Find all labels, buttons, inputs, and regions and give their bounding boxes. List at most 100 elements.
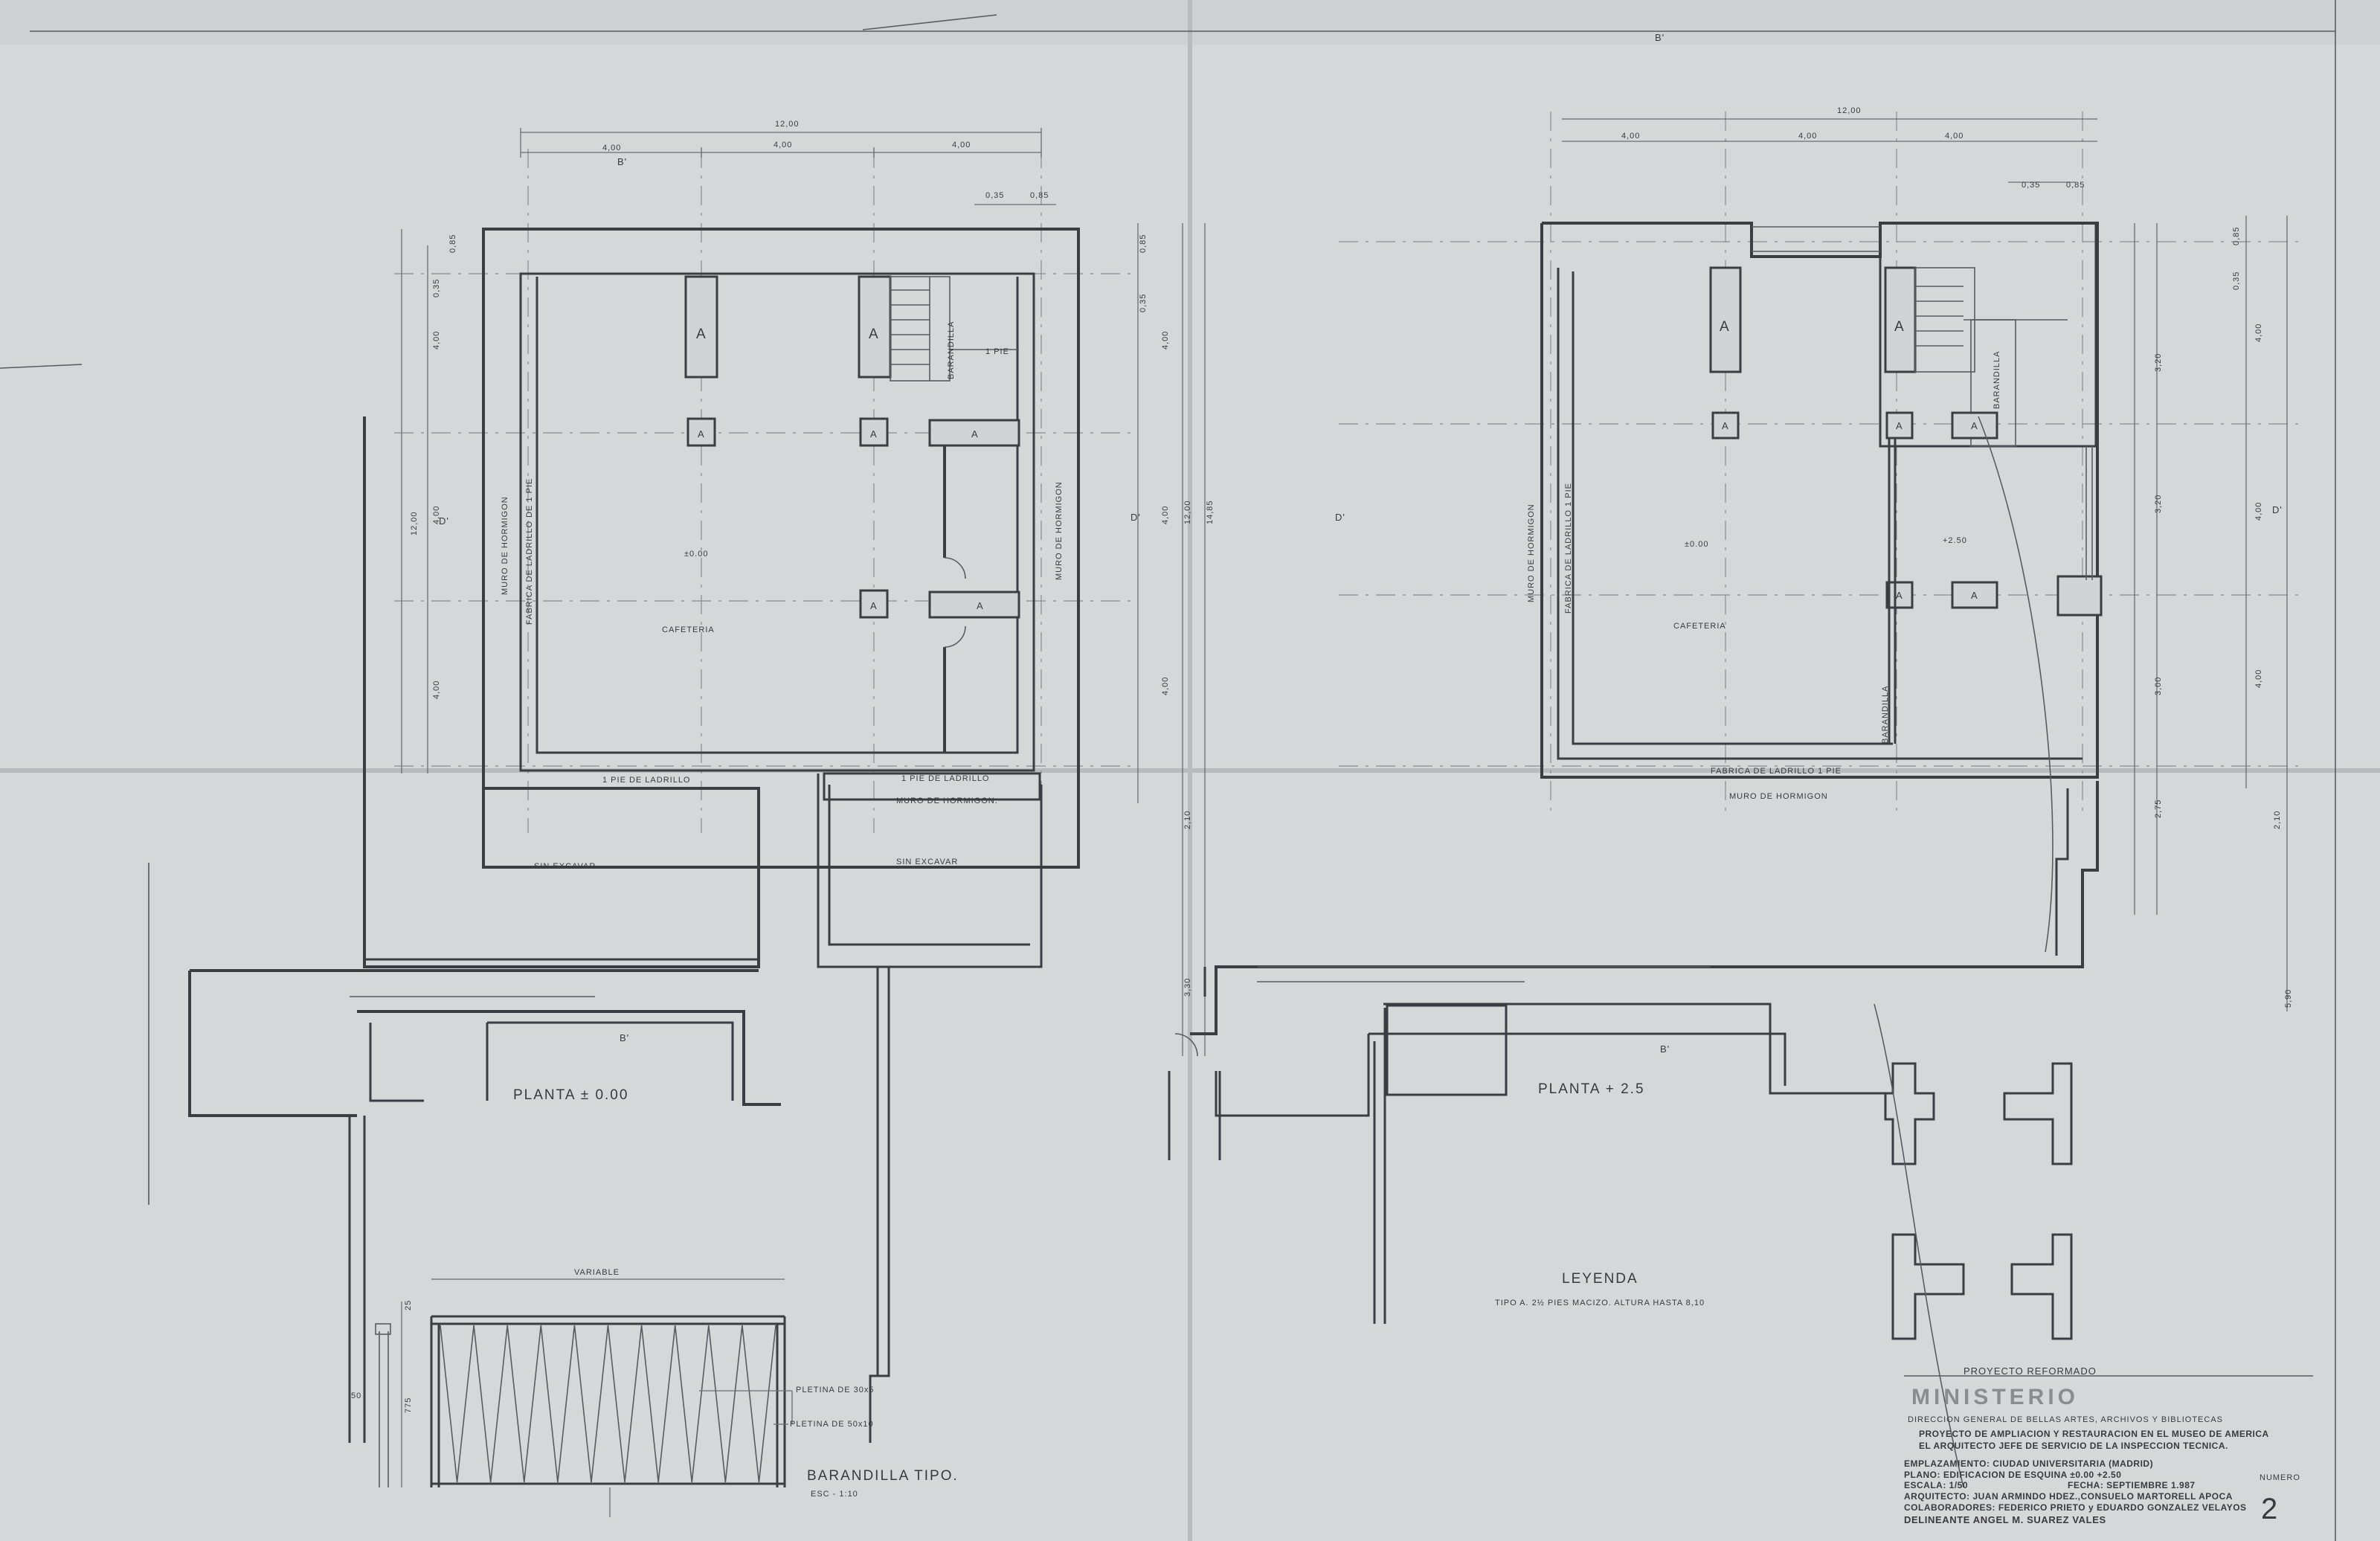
barandilla-r-2: BARANDILLA [1881,686,1890,744]
dim-r-wall-a: 0,35 [2022,181,2040,190]
section-b-r-top: B' [1655,32,1665,43]
barandilla-left: BARANDILLA [947,321,956,379]
muro-hormigon-r-bottom: MURO DE HORMIGON [1729,792,1828,801]
dim-bay-3: 4,00 [602,144,621,152]
railing-width-label: VARIABLE [574,1268,620,1277]
col-a-4: A [870,428,878,440]
tb-delineante: DELINEANTE ANGEL M. SUAREZ VALES [1904,1514,2106,1525]
col-a-3: A [698,428,705,440]
tb-numero-label: NUMERO [2260,1473,2300,1482]
pie-ladrillo-2: 1 PIE DE LADRILLO [901,774,990,783]
col-a-1: A [696,326,707,342]
tb-fecha: FECHA: SEPTIEMBRE 1.987 [2068,1480,2196,1490]
dim-r-bay-2: 4,00 [1798,132,1817,141]
dim-total-width: 12,00 [775,120,800,129]
dim-r-320b: 3,20 [2154,495,2163,513]
fabrica-ladrillo-r-bottom: FABRICA DE LADRILLO 1 PIE [1711,767,1842,776]
tb-escala: ESCALA: 1/50 [1904,1480,1968,1490]
dim-r-wall-va: 0,35 [2232,271,2241,290]
dim-bay-v3: 4,00 [432,681,441,699]
dim-right-bay-3: 4,00 [1161,677,1170,695]
section-b-bottom: B' [620,1032,629,1043]
barandilla-r-1: BARANDILLA [1993,351,2001,409]
dim-330: 3,30 [1183,978,1192,997]
dim-r-bay-3: 4,00 [1945,132,1964,141]
dim-right-overall: 14,85 [1206,500,1215,524]
dim-right-wall-a: 0,35 [1139,294,1148,312]
dim-r-wall-b: 0,85 [2066,181,2085,190]
railing-scale: ESC - 1:10 [811,1490,858,1499]
dim-bay-2: 4,00 [952,141,971,149]
muro-hormigon-annex: MURO DE HORMIGON. [896,797,998,805]
plan-right-labels: 12,00 4,00 4,00 4,00 0,35 0,85 3,20 3,20… [1335,32,2293,1097]
legend: LEYENDA TIPO A. 2½ PIES MACIZO. ALTURA H… [1495,1271,1705,1307]
dim-r-bay-v2: 4,00 [2254,502,2263,521]
dim-bay-1: 4,00 [774,141,792,149]
dim-r-wall-vb: 0,85 [2232,227,2241,245]
tb-subheader: DIRECCION GENERAL DE BELLAS ARTES, ARCHI… [1908,1415,2223,1424]
col-r-a-6: A [1896,590,1903,601]
col-r-a-5: A [1971,420,1978,431]
room-cafeteria-left: CAFETERIA [662,625,715,634]
section-d-right: D' [1130,512,1141,523]
dim-wall-v-a: 0,35 [432,279,441,297]
dim-r-bay-1: 4,00 [1621,132,1640,141]
pie-ladrillo-1: 1 PIE DE LADRILLO [602,776,691,785]
section-b-top: B' [617,156,627,167]
plan-left-labels: 12,00 4,00 4,00 4,00 0,35 0,85 12,00 4,0… [410,120,1215,1103]
dim-total-height: 12,00 [410,511,419,535]
railing-pletina-1: PLETINA DE 30x5 [796,1386,875,1394]
dim-wall-b: 0,85 [1030,191,1049,200]
tb-colaboradores: COLABORADORES: FEDERICO PRIETO y EDUARDO… [1904,1502,2247,1513]
col-a-2: A [869,326,880,342]
tb-emplazamiento: EMPLAZAMIENTO: CIUDAD UNIVERSITARIA (MAD… [1904,1458,2153,1469]
dim-r-320: 3,20 [2154,353,2163,372]
railing-infill [440,1325,776,1483]
railing-dim-25: 25 [404,1300,413,1310]
col-r-a-7: A [1971,590,1978,601]
plan-right-title: PLANTA + 2.5 [1538,1081,1645,1097]
section-d-r-left: D' [1335,512,1345,523]
railing-dim-775: 775 [404,1397,413,1413]
dim-wall-a: 0,35 [985,191,1004,200]
railing-pletina-2: PLETINA DE 50x10 [790,1420,874,1429]
title-block: PROYECTO REFORMADO MINISTERIO DIRECCION … [1904,1365,2313,1525]
dim-right-height: 12,00 [1183,500,1192,524]
dim-r-300: 3,00 [2154,677,2163,695]
tb-plano: PLANO: EDIFICACION DE ESQUINA ±0.00 +2.5… [1904,1470,2121,1480]
dim-bay-v1: 4,00 [432,331,441,350]
col-a-5: A [971,428,979,440]
muro-hormigon-r-left: MURO DE HORMIGON [1527,504,1536,602]
railing-title: BARANDILLA TIPO. [807,1468,959,1484]
room-cafeteria-right: CAFETERIA [1673,622,1726,631]
col-r-a-3: A [1722,420,1729,431]
muro-hormigon-east: MURO DE HORMIGON [1055,481,1064,580]
section-d-left: D' [439,515,449,527]
dim-r-bay-v3: 4,00 [2254,669,2263,688]
dim-bay-v2: 4,00 [432,506,441,524]
tb-project-1: PROYECTO DE AMPLIACION Y RESTAURACION EN… [1919,1429,2269,1439]
col-r-a-4: A [1896,420,1903,431]
level-left: ±0.00 [684,550,708,559]
col-r-a-1: A [1720,319,1731,335]
tb-header: PROYECTO REFORMADO [1964,1365,2097,1377]
col-r-a-2: A [1894,319,1905,335]
plan-left [148,128,1206,1443]
col-a-7: A [977,600,984,611]
fabrica-ladrillo-r: FABRICA DE LADRILLO 1 PIE [1564,483,1573,614]
dim-r-210: 2,10 [2273,811,2282,829]
section-d-r-right: D' [2272,504,2283,515]
section-b-r-bottom: B' [1660,1043,1670,1055]
dim-r-bay-v1: 4,00 [2254,324,2263,342]
dim-right-wall-b: 0,85 [1139,234,1148,253]
muro-hormigon-left: MURO DE HORMIGON [501,496,509,595]
plan-right [1168,112,2306,1488]
legend-text: TIPO A. 2½ PIES MACIZO. ALTURA HASTA 8,1… [1495,1299,1705,1307]
level-r-250: +2.50 [1943,536,1967,545]
dim-right-bay-2: 4,00 [1161,506,1170,524]
tb-numero: 2 [2261,1493,2277,1525]
plan-left-title: PLANTA ± 0.00 [513,1087,628,1103]
tb-project-2: EL ARQUITECTO JEFE DE SERVICIO DE LA INS… [1919,1441,2228,1451]
